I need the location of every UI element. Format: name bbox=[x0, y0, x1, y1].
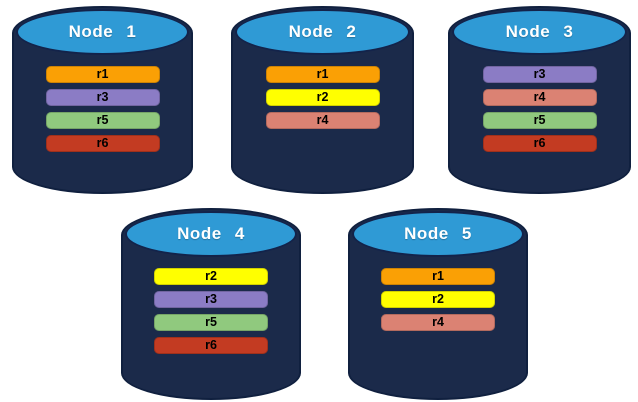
replica-bar: r5 bbox=[482, 112, 597, 129]
node-title: Node 3 bbox=[505, 22, 574, 41]
replica-label: r5 bbox=[205, 315, 217, 330]
replica-label: r3 bbox=[205, 292, 217, 307]
db-node-1: Node 1 r1 r3 r5 r6 bbox=[12, 6, 193, 194]
replica-bar-stack: r3 r4 r5 r6 bbox=[482, 66, 597, 152]
replica-bar: r2 bbox=[154, 268, 268, 285]
cylinder-top: Node 2 bbox=[235, 9, 410, 55]
replica-label: r3 bbox=[533, 67, 546, 82]
replica-bar: r6 bbox=[482, 135, 597, 152]
node-title: Node 5 bbox=[404, 224, 472, 243]
replica-bar-stack: r1 r3 r5 r6 bbox=[45, 66, 160, 152]
replica-label: r1 bbox=[96, 67, 109, 82]
db-node-5: Node 5 r1 r2 r4 bbox=[348, 208, 528, 400]
replica-label: r6 bbox=[96, 136, 109, 151]
replica-label: r1 bbox=[432, 269, 444, 284]
replica-bar: r5 bbox=[154, 314, 268, 331]
node-title: Node 1 bbox=[68, 22, 137, 41]
node-title: Node 2 bbox=[288, 22, 357, 41]
replica-label: r2 bbox=[432, 292, 444, 307]
replica-bar: r3 bbox=[482, 66, 597, 83]
replica-label: r4 bbox=[533, 90, 546, 105]
db-node-4: Node 4 r2 r3 r5 r6 bbox=[121, 208, 301, 400]
replica-label: r2 bbox=[316, 90, 329, 105]
cylinder-top: Node 1 bbox=[16, 9, 189, 55]
replica-bar: r5 bbox=[45, 112, 160, 129]
replica-bar-stack: r1 r2 r4 bbox=[381, 268, 495, 331]
replica-label: r4 bbox=[316, 113, 329, 128]
replica-bar: r6 bbox=[154, 337, 268, 354]
replica-bar-stack: r1 r2 r4 bbox=[265, 66, 380, 129]
cylinder-top: Node 3 bbox=[452, 9, 627, 55]
replica-bar: r6 bbox=[45, 135, 160, 152]
db-node-3: Node 3 r3 r4 r5 r6 bbox=[448, 6, 631, 194]
replica-bar: r2 bbox=[381, 291, 495, 308]
replica-label: r1 bbox=[316, 67, 329, 82]
replica-bar: r3 bbox=[154, 291, 268, 308]
cylinder-top: Node 5 bbox=[352, 211, 524, 257]
replica-bar: r4 bbox=[381, 314, 495, 331]
replica-bar-stack: r2 r3 r5 r6 bbox=[154, 268, 268, 354]
replica-label: r5 bbox=[533, 113, 546, 128]
replica-label: r3 bbox=[96, 90, 109, 105]
replica-bar: r4 bbox=[482, 89, 597, 106]
replica-bar: r1 bbox=[45, 66, 160, 83]
replica-label: r6 bbox=[533, 136, 546, 151]
db-node-2: Node 2 r1 r2 r4 bbox=[231, 6, 414, 194]
replica-label: r5 bbox=[96, 113, 109, 128]
replica-bar: r1 bbox=[265, 66, 380, 83]
replica-label: r4 bbox=[432, 315, 444, 330]
replica-label: r2 bbox=[205, 269, 217, 284]
cylinder-top: Node 4 bbox=[125, 211, 297, 257]
replica-bar: r2 bbox=[265, 89, 380, 106]
node-title: Node 4 bbox=[177, 224, 245, 243]
replica-label: r6 bbox=[205, 338, 217, 353]
replica-bar: r3 bbox=[45, 89, 160, 106]
replica-bar: r1 bbox=[381, 268, 495, 285]
replica-bar: r4 bbox=[265, 112, 380, 129]
